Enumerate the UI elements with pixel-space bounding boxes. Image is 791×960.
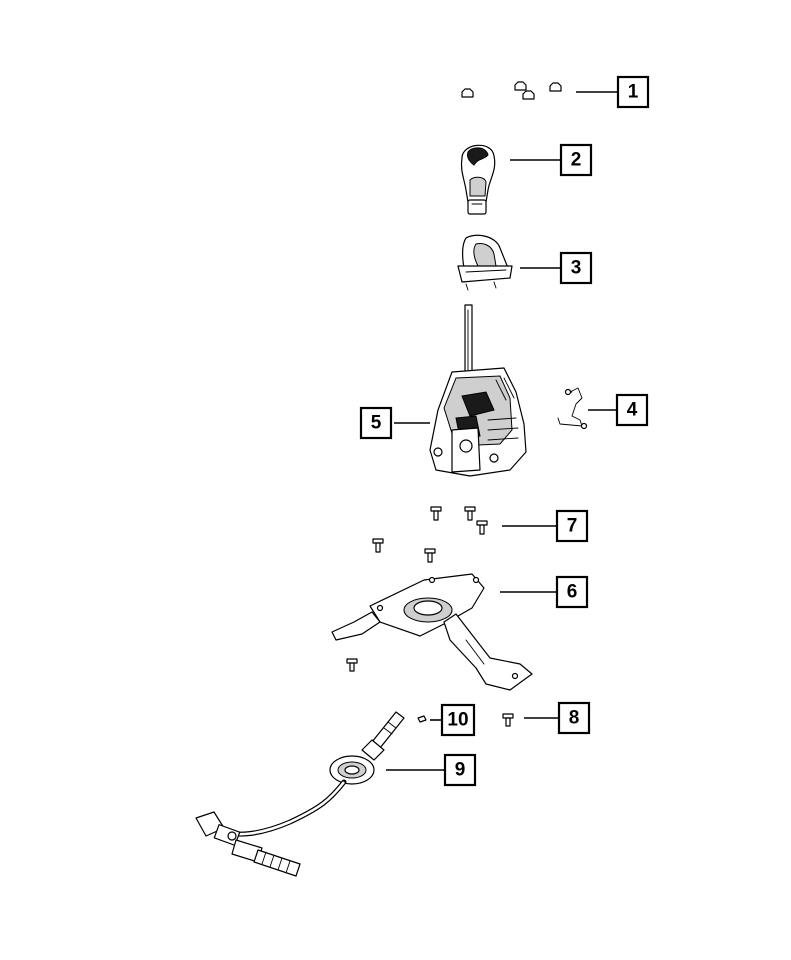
callout-6[interactable]: 6 — [555, 575, 589, 609]
callout-9[interactable]: 9 — [443, 753, 477, 787]
callout-10[interactable]: 10 — [440, 703, 476, 737]
part-3-shift-bezel — [457, 234, 513, 291]
svg-text:2: 2 — [571, 150, 582, 171]
callout-7[interactable]: 7 — [555, 509, 589, 543]
part-1-clips — [461, 81, 562, 100]
callout-4[interactable]: 4 — [615, 393, 649, 427]
callout-8[interactable]: 8 — [557, 701, 591, 735]
svg-text:6: 6 — [567, 582, 578, 603]
part-6-bottom-bolt — [346, 658, 358, 672]
part-4-bracket — [557, 387, 588, 430]
part-10-clip — [417, 715, 427, 723]
callout-5[interactable]: 5 — [359, 406, 393, 440]
callout-1[interactable]: 1 — [616, 75, 650, 109]
callout-2[interactable]: 2 — [559, 143, 593, 177]
part-8-bolt — [502, 713, 514, 727]
svg-text:5: 5 — [371, 413, 382, 434]
svg-text:4: 4 — [627, 400, 638, 421]
part-2-shift-knob — [460, 144, 496, 215]
part-9-shift-cable — [195, 711, 405, 877]
svg-text:1: 1 — [628, 82, 639, 103]
svg-text:8: 8 — [569, 708, 580, 729]
svg-text:9: 9 — [455, 760, 466, 781]
svg-text:3: 3 — [571, 258, 582, 279]
part-6-mounting-bracket — [331, 573, 533, 691]
part-5-shifter-assembly — [429, 304, 527, 477]
callout-3[interactable]: 3 — [559, 251, 593, 285]
part-7-bolts — [372, 506, 488, 563]
svg-text:10: 10 — [447, 710, 468, 731]
svg-text:7: 7 — [567, 516, 578, 537]
